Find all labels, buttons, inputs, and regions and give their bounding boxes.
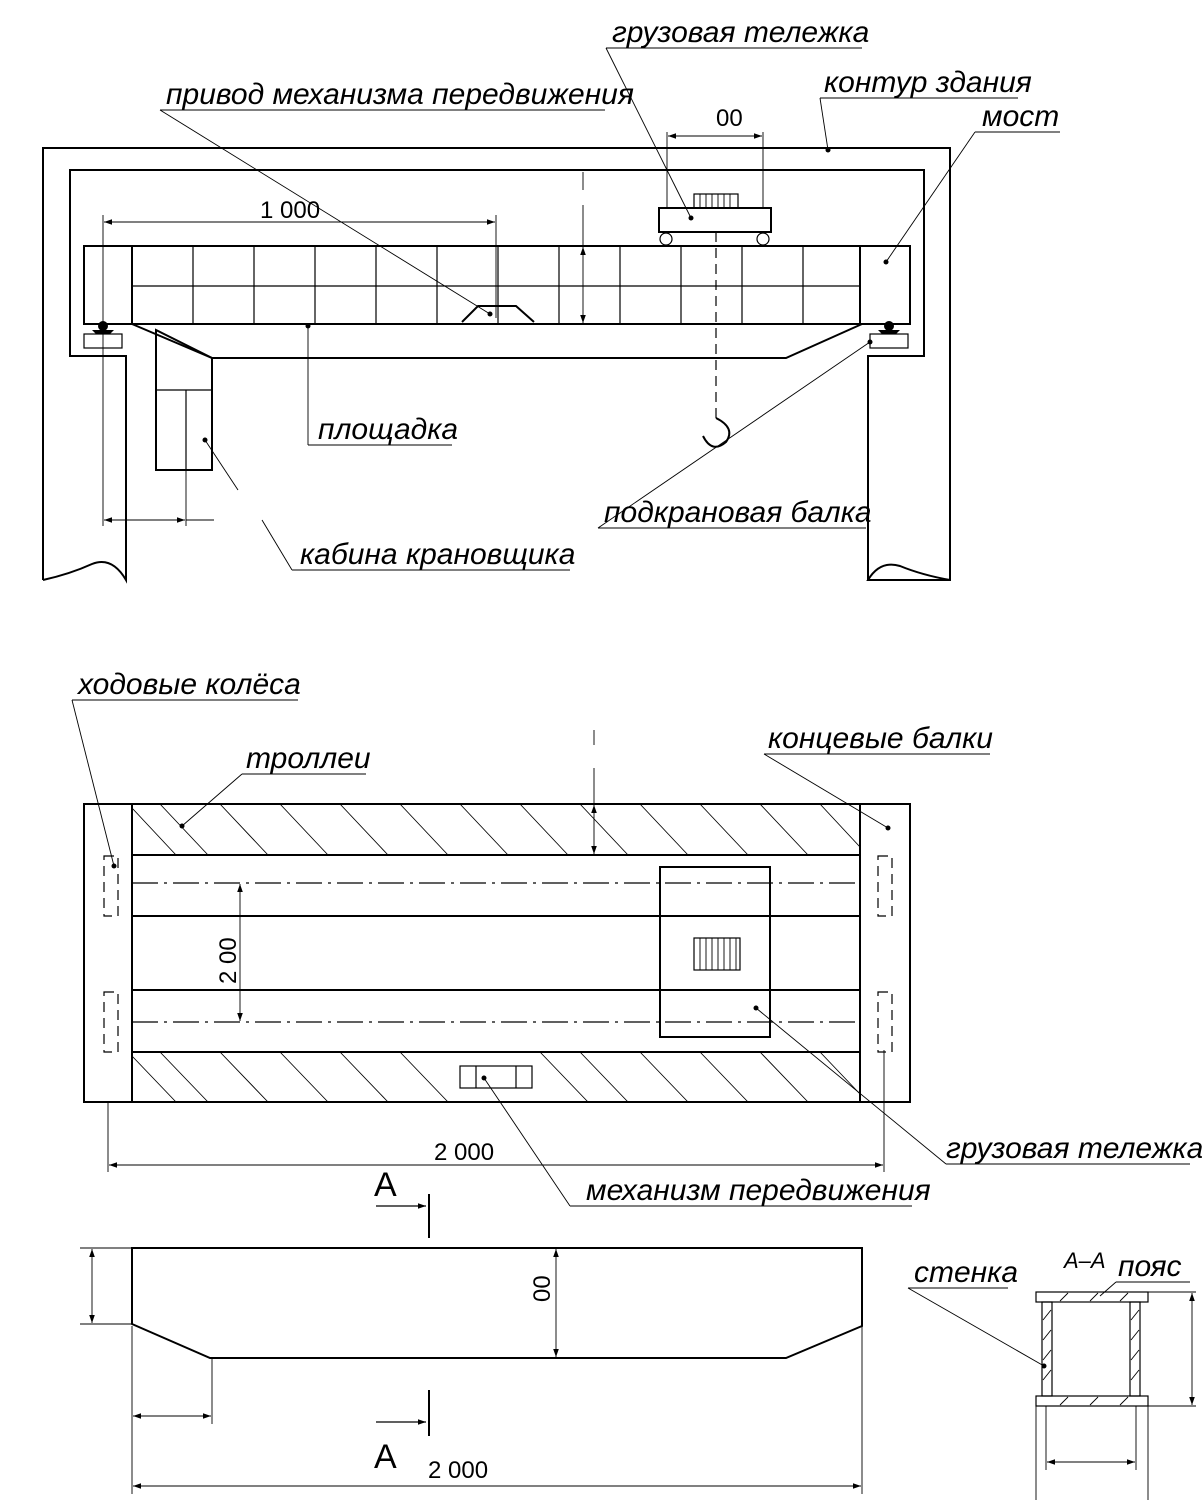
label-cargo-trolley-top: грузовая тележка	[612, 16, 869, 49]
label-web: стенка	[914, 1256, 1018, 1289]
trolley-hatch-bottom	[131, 1051, 861, 1103]
label-platform: площадка	[318, 413, 458, 446]
rail-right	[869, 321, 909, 349]
dim-plan-length: 2 000	[434, 1139, 494, 1166]
dimensions-front	[102, 132, 764, 526]
trolley-hatch-top	[131, 803, 861, 856]
label-crane-runway-beam: подкрановая балка	[604, 496, 872, 529]
operator-cabin	[155, 328, 213, 471]
running-wheels-plan	[103, 855, 893, 1053]
dim-plan-span-vertical: 2 00	[215, 937, 242, 984]
label-running-wheels: ходовые колёса	[76, 668, 301, 701]
label-drive-mechanism: привод механизма передвижения	[166, 78, 634, 111]
label-operator-cabin: кабина крановщика	[300, 538, 575, 571]
front-view: грузовая тележка привод механизма передв…	[42, 16, 1060, 584]
section-mark-top: А	[374, 1166, 397, 1204]
leaders-front	[159, 47, 1060, 571]
dim-bridge-left: 1 000	[260, 197, 320, 224]
dim-girder-height: 00	[529, 1275, 556, 1302]
travel-mechanism-plan	[459, 1065, 533, 1089]
bridge-girder	[83, 245, 911, 359]
section-mark-bottom: А	[374, 1438, 397, 1476]
dim-trolley-gauge: 00	[716, 105, 743, 132]
label-trolleys: троллеи	[246, 742, 371, 775]
plan-view: ходовые колёса троллеи концевые балки гр…	[71, 668, 1202, 1207]
section-aa: стенка пояс А–А	[907, 1248, 1196, 1500]
label-end-beams: концевые балки	[768, 722, 993, 755]
label-cargo-trolley-plan: грузовая тележка	[946, 1132, 1202, 1165]
label-travel-mechanism: механизм передвижения	[586, 1174, 931, 1207]
label-bridge: мост	[982, 100, 1059, 133]
label-section-aa: А–А	[1062, 1248, 1106, 1273]
girder-view: А А 00 2 000	[80, 1166, 863, 1494]
dim-girder-length: 2 000	[428, 1457, 488, 1484]
cargo-trolley-plan	[659, 866, 771, 1038]
dimensions-plan	[107, 730, 885, 1172]
cargo-trolley-front	[658, 193, 772, 448]
leaders-plan	[71, 699, 1190, 1207]
label-building-contour: контур здания	[824, 66, 1032, 99]
label-flange: пояс	[1118, 1250, 1182, 1283]
